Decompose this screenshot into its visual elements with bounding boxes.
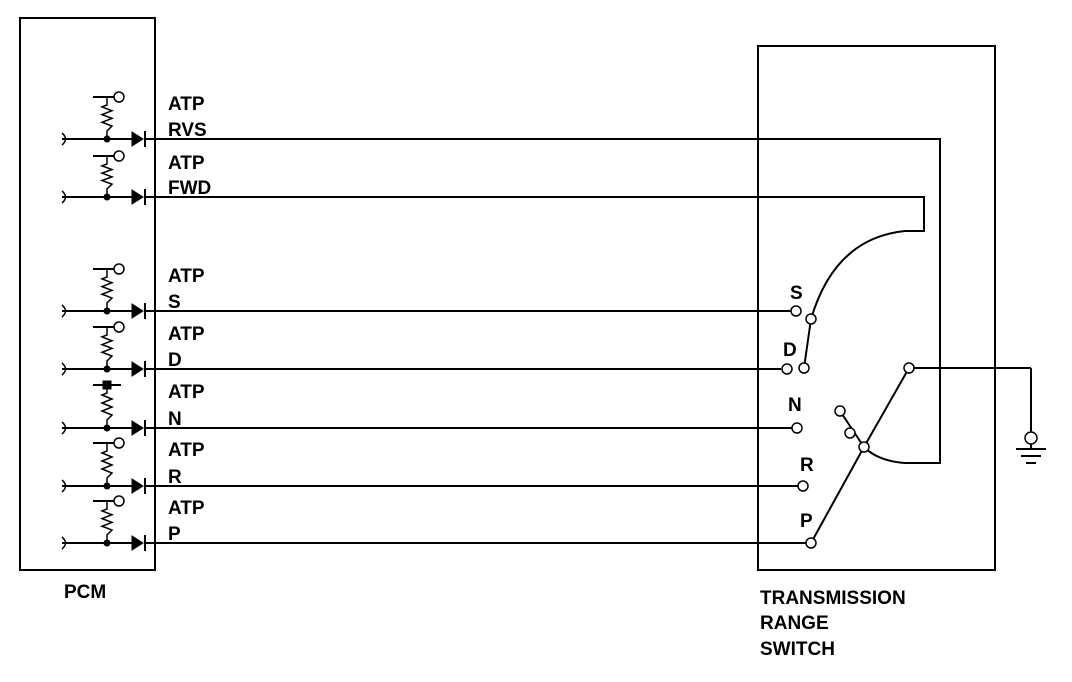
circuit-label-line2: N (168, 409, 182, 430)
diode-icon (131, 361, 144, 377)
contact-n (791, 422, 803, 434)
circuit-label-line2: FWD (168, 178, 211, 199)
junction-dot (103, 307, 111, 315)
diode-icon (131, 420, 144, 436)
contact-d-arm (798, 362, 810, 374)
wire-rvs-arc (863, 446, 906, 464)
switch-label-line3: SWITCH (760, 639, 835, 660)
circuit-label-line1: ATP (168, 266, 205, 287)
circuit-label-line2: R (168, 467, 182, 488)
diode-icon (131, 131, 144, 147)
switch-pos-d: D (783, 340, 797, 361)
circuit-label-line1: ATP (168, 440, 205, 461)
diode-icon (131, 189, 144, 205)
switch-box (757, 45, 996, 571)
circuit-label-line2: S (168, 292, 181, 313)
switch-pos-n: N (788, 395, 802, 416)
ground-icon (914, 367, 1046, 464)
contact-aux-1 (834, 405, 846, 417)
circuit-label-line1: ATP (168, 94, 205, 115)
supply-terminal-icon (113, 91, 125, 103)
junction-dot (103, 424, 111, 432)
switch-pos-p: P (800, 511, 813, 532)
contact-p (805, 537, 817, 549)
resistor-icon (99, 327, 115, 369)
resistor-icon (99, 269, 115, 311)
diode-icon (131, 303, 144, 319)
circuit-label-line1: ATP (168, 382, 205, 403)
circuit-fwd: ATP FWD (61, 150, 211, 205)
harness-wires (145, 138, 941, 544)
circuit-label-line2: P (168, 524, 181, 545)
pcm-box (19, 17, 156, 571)
circuit-label-line2: RVS (168, 120, 207, 141)
circuit-n: ATP N (61, 380, 205, 436)
circuit-rvs: ATP RVS (61, 91, 207, 147)
contact-r (797, 480, 809, 492)
contact-s-arm (805, 313, 817, 325)
junction-dot (103, 365, 111, 373)
diode-icon (131, 478, 144, 494)
circuit-label-line2: D (168, 350, 182, 371)
junction-dot (103, 193, 111, 201)
resistor-icon (99, 156, 115, 197)
contact-ground (903, 362, 915, 374)
junction-dot (103, 135, 111, 143)
switch-label-line1: TRANSMISSION (760, 588, 906, 609)
contact-s (790, 305, 802, 317)
supply-terminal-icon (113, 437, 125, 449)
circuit-p: ATP P (61, 495, 205, 551)
circuit-label-line1: ATP (168, 498, 205, 519)
resistor-icon (99, 385, 115, 428)
junction-dot (103, 482, 111, 490)
pcm-circuits: ATP RVS ATP FWD ATP S ATP D ATP N ATP R ATP P (61, 91, 211, 551)
circuit-d: ATP D (61, 321, 205, 377)
circuit-label-line1: ATP (168, 324, 205, 345)
contact-aux-2 (844, 427, 856, 439)
supply-terminal-icon (113, 495, 125, 507)
junction-dot (103, 539, 111, 547)
supply-terminal-icon (113, 321, 125, 333)
pcm-label: PCM (64, 582, 106, 603)
resistor-icon (99, 501, 115, 543)
contact-d (781, 363, 793, 375)
contact-pivot (858, 441, 870, 453)
resistor-icon (99, 443, 115, 486)
switch-contacts (781, 305, 915, 549)
circuit-r: ATP R (61, 437, 205, 494)
wire-rvs (145, 138, 941, 464)
circuit-label-line1: ATP (168, 153, 205, 174)
wire-fwd (145, 196, 925, 232)
wire-fwd-arc (810, 230, 906, 320)
resistor-icon (99, 97, 115, 139)
supply-terminal-icon (113, 263, 125, 275)
supply-terminal-icon (113, 150, 125, 162)
switch-pos-s: S (790, 283, 803, 304)
switch-pos-r: R (800, 455, 814, 476)
diode-icon (131, 535, 144, 551)
circuit-s: ATP S (61, 263, 205, 319)
switch-label-line2: RANGE (760, 613, 829, 634)
